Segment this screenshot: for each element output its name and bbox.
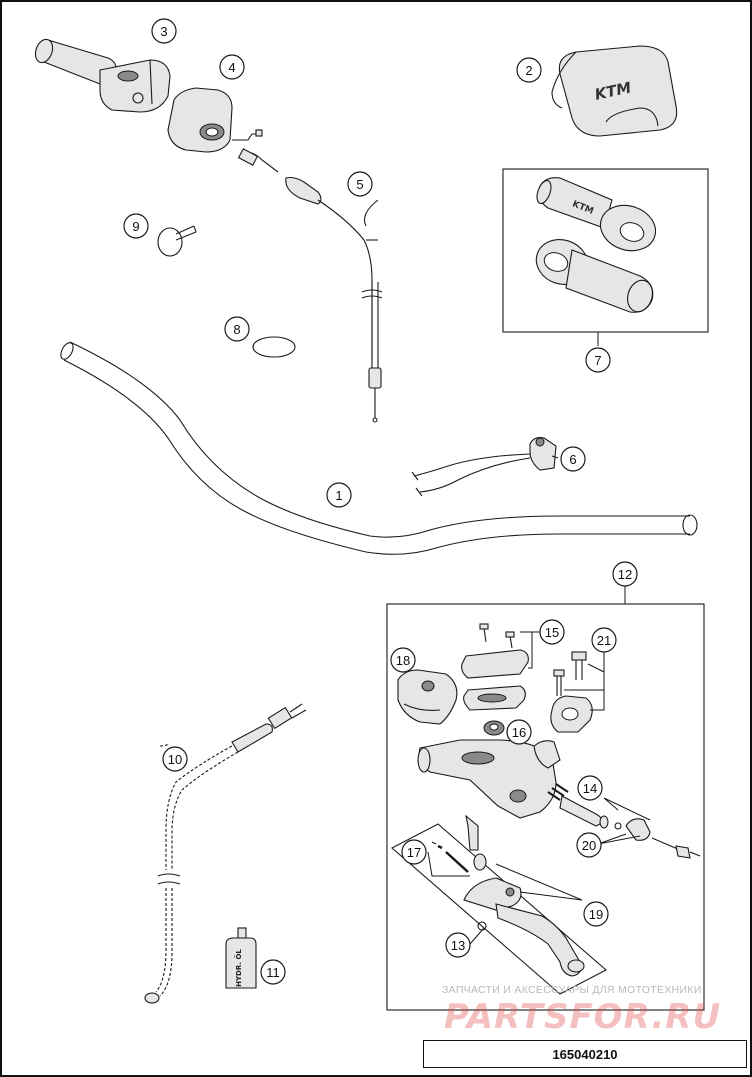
part-18-lever-cover xyxy=(397,669,458,725)
part-4-throttle-cover xyxy=(167,87,263,153)
svg-text:10: 10 xyxy=(168,752,182,767)
part-5-throttle-cable xyxy=(237,148,383,423)
callout-8: 8 xyxy=(224,316,250,342)
part-20-boot-pushrod xyxy=(614,818,701,859)
bottle-label: HYDR. ÖL xyxy=(234,949,243,987)
diagram-code: 165040210 xyxy=(552,1046,618,1062)
callout-4: 4 xyxy=(219,54,245,80)
svg-text:6: 6 xyxy=(569,452,576,467)
callout-14: 14 xyxy=(577,775,603,801)
callout-13: 13 xyxy=(445,932,471,958)
diagram-code-box: 165040210 xyxy=(423,1040,747,1068)
callout-20: 20 xyxy=(576,832,602,858)
part-12-master-cylinder-box xyxy=(386,586,705,1011)
svg-text:3: 3 xyxy=(160,24,167,39)
callout-18: 18 xyxy=(390,647,416,673)
callout-9: 9 xyxy=(123,213,149,239)
part-17-pin-spring xyxy=(431,814,479,873)
svg-text:11: 11 xyxy=(266,965,280,980)
callout-5: 5 xyxy=(347,171,373,197)
part-9-cable-tie xyxy=(157,225,197,257)
part-14-piston xyxy=(547,783,609,829)
svg-text:8: 8 xyxy=(233,322,240,337)
part-11-hydraulic-oil: HYDR. ÖL xyxy=(225,927,257,989)
watermark-site: PARTSFOR.RU xyxy=(444,997,722,1037)
callout-15: 15 xyxy=(539,619,565,645)
callout-19: 19 xyxy=(583,901,609,927)
part-8-o-ring xyxy=(252,336,296,358)
part-2-handlebar-pad: KTM xyxy=(551,45,678,137)
watermark-tagline: ЗАПЧАСТИ И АКСЕССУАРЫ ДЛЯ МОТОТЕХНИКИ xyxy=(442,984,702,996)
callout-3: 3 xyxy=(151,18,177,44)
svg-text:5: 5 xyxy=(356,177,363,192)
svg-text:1: 1 xyxy=(335,488,342,503)
callout-17: 17 xyxy=(401,839,427,865)
svg-text:15: 15 xyxy=(545,625,559,640)
svg-text:13: 13 xyxy=(451,938,465,953)
callout-16: 16 xyxy=(506,719,532,745)
svg-text:17: 17 xyxy=(407,845,421,860)
callout-12: 12 xyxy=(612,561,638,587)
lever-group-box xyxy=(391,823,607,995)
callout-11: 11 xyxy=(260,959,286,985)
part-16-diaphragm xyxy=(483,720,505,736)
svg-text:19: 19 xyxy=(589,907,603,922)
svg-text:21: 21 xyxy=(597,633,611,648)
callout-10: 10 xyxy=(162,746,188,772)
svg-text:7: 7 xyxy=(594,353,601,368)
master-cylinder-body xyxy=(417,739,561,819)
callout-6: 6 xyxy=(560,446,586,472)
part-6-kill-switch xyxy=(411,437,557,497)
part-1-handlebar xyxy=(60,341,698,555)
callout-21: 21 xyxy=(591,627,617,653)
svg-text:20: 20 xyxy=(582,838,596,853)
svg-text:4: 4 xyxy=(228,60,235,75)
part-7-grips-box: KTM xyxy=(502,168,709,333)
svg-text:14: 14 xyxy=(583,781,597,796)
callout-2: 2 xyxy=(516,57,542,83)
callout-7: 7 xyxy=(585,347,611,373)
svg-text:2: 2 xyxy=(525,63,532,78)
svg-text:12: 12 xyxy=(618,567,632,582)
part-13-clutch-lever xyxy=(477,903,585,977)
svg-text:16: 16 xyxy=(512,725,526,740)
part-10-clutch-hose xyxy=(144,703,307,1004)
part-21-clamp xyxy=(550,651,593,733)
callout-1: 1 xyxy=(326,482,352,508)
leader-lines xyxy=(427,332,651,945)
part-19-lever-pivot xyxy=(463,853,522,911)
svg-text:9: 9 xyxy=(132,219,139,234)
part-3-throttle-grip xyxy=(34,38,171,113)
svg-text:18: 18 xyxy=(396,653,410,668)
part-15-reservoir-cover xyxy=(461,623,529,711)
